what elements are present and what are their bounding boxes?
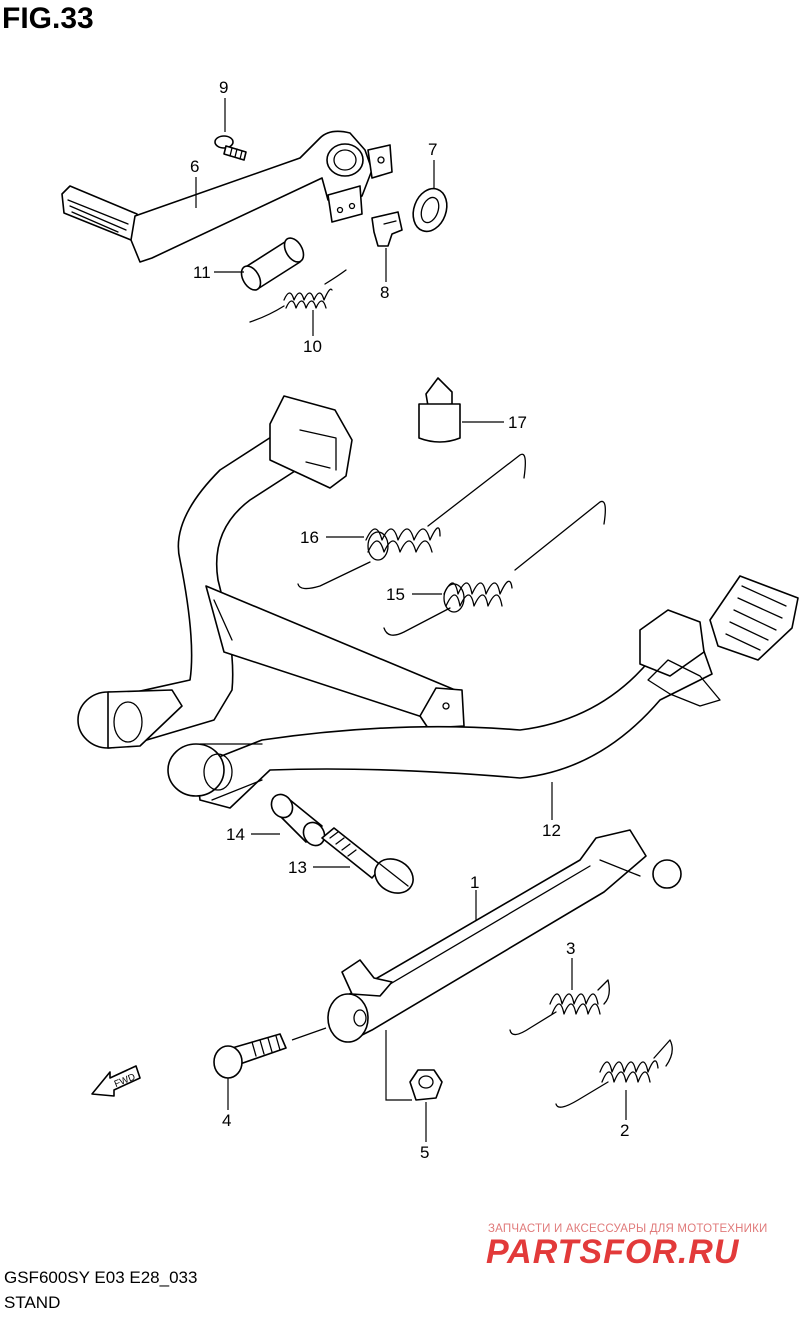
part-14-collar[interactable] [267, 791, 328, 850]
section-name: STAND [4, 1293, 61, 1312]
fwd-direction-arrow: FWD [91, 1065, 141, 1097]
callout-3: 3 [566, 939, 575, 958]
part-4-bolt[interactable] [213, 1033, 287, 1079]
part-2-spring[interactable] [555, 1039, 673, 1108]
callout-15: 15 [386, 585, 405, 604]
part-13-bolt[interactable] [321, 827, 419, 900]
callout-12: 12 [542, 821, 561, 840]
watermark-tagline: ЗАПЧАСТИ И АКСЕССУАРЫ ДЛЯ МОТОТЕХНИКИ [488, 1223, 768, 1235]
callout-13: 13 [288, 858, 307, 877]
callout-14: 14 [226, 825, 245, 844]
figure-title: FIG.33 [2, 2, 94, 35]
callout-5: 5 [420, 1143, 429, 1162]
part-9-bolt[interactable] [214, 135, 247, 161]
model-code: GSF600SY E03 E28_033 [4, 1268, 198, 1287]
part-16-spring[interactable] [297, 453, 526, 590]
part-1-side-stand[interactable] [327, 829, 682, 1043]
callout-11: 11 [193, 263, 211, 282]
part-8-clip[interactable] [371, 211, 403, 247]
part-6-brake-pedal[interactable] [61, 130, 393, 263]
part-17-stopper[interactable] [418, 377, 461, 443]
callout-1: 1 [470, 873, 479, 892]
part-11-collar[interactable] [238, 235, 308, 294]
part-12-center-stand[interactable] [77, 395, 799, 809]
callout-10: 10 [303, 337, 322, 356]
callout-4: 4 [222, 1111, 231, 1130]
part-7-washer[interactable] [407, 184, 452, 236]
callout-2: 2 [620, 1121, 629, 1140]
part-15-spring[interactable] [383, 500, 606, 636]
callout-16: 16 [300, 528, 319, 547]
leader-lines [195, 98, 627, 1142]
part-3-spring[interactable] [509, 979, 610, 1036]
callout-6: 6 [190, 157, 199, 176]
callout-17: 17 [508, 413, 527, 432]
callout-8: 8 [380, 283, 389, 302]
callout-7: 7 [428, 140, 437, 159]
watermark-logo: PARTSFOR.RU [486, 1233, 740, 1271]
part-10-spring[interactable] [249, 269, 347, 323]
callout-9: 9 [219, 78, 228, 97]
part-5-nut[interactable] [409, 1069, 443, 1101]
